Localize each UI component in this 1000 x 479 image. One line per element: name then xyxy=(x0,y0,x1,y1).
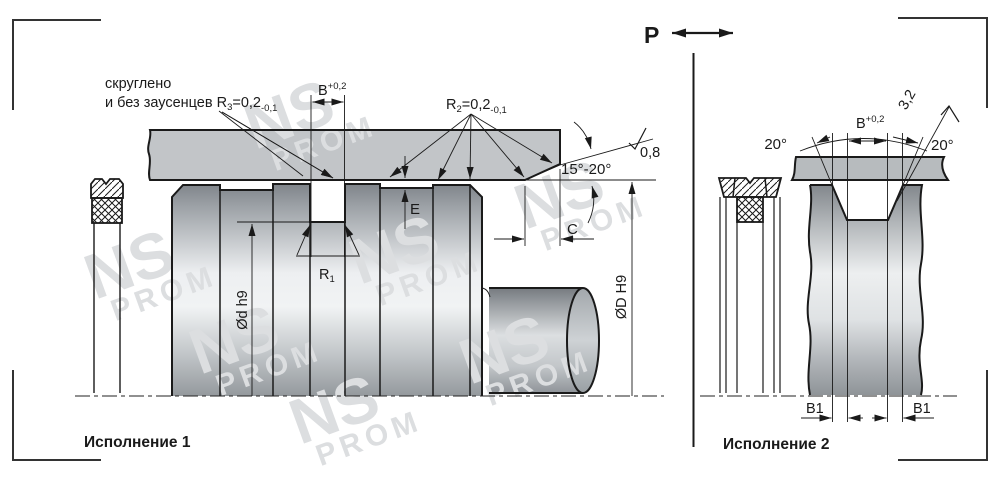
groove-column-outline xyxy=(806,184,924,396)
dim-e-label: E xyxy=(410,201,420,218)
r2-leader-3 xyxy=(466,113,474,180)
corner-mark-bottom-right xyxy=(898,370,988,461)
roughness-check-0-8 xyxy=(628,127,647,151)
dim-b-label-v1: B+0,2 xyxy=(318,81,346,99)
annotations-v2 xyxy=(799,105,960,422)
dim-r1-label: R1 xyxy=(319,267,335,285)
b-tolerance: +0,2 xyxy=(328,81,347,92)
corner-mark-top-left xyxy=(12,19,101,110)
r3-subscript: 3 xyxy=(227,102,232,113)
shaft-band-lines xyxy=(219,184,471,396)
c-extension-lines xyxy=(524,169,561,246)
labels: P скруглено и без заусенцев R3=0,2-0,1 B… xyxy=(84,22,954,453)
r1-leader-left xyxy=(296,224,311,256)
r2-leader-2 xyxy=(437,113,472,181)
b-extension-lines-v1 xyxy=(310,95,345,257)
dim-bore-dia-label: ØD H9 xyxy=(614,275,630,319)
seal-section-v1 xyxy=(90,178,124,393)
r2-subscript: 2 xyxy=(456,104,461,115)
groove-wall-ext-right xyxy=(902,136,924,186)
seal-section-v2 xyxy=(717,177,783,393)
angle-20-left-label: 20° xyxy=(764,136,787,153)
roughness-check-3-2 xyxy=(940,105,960,123)
r2-symbol: R xyxy=(446,97,456,113)
shaft-end-face-fill xyxy=(567,288,599,393)
corner-mark-top-right xyxy=(898,17,988,108)
r2-leader-5 xyxy=(470,113,553,164)
caption-version-1: Исполнение 1 xyxy=(84,434,191,451)
dim-b-label-v2: B+0,2 xyxy=(856,114,884,132)
dim-c-label: C xyxy=(567,221,578,238)
r2-tolerance: -0,1 xyxy=(490,105,506,116)
shaft-end-face-outline xyxy=(566,287,600,394)
part-outlines xyxy=(147,129,950,396)
roughness-3-2-label: 3,2 xyxy=(896,87,920,112)
part-fills xyxy=(148,130,948,396)
pressure-label: P xyxy=(644,22,659,48)
angle-20-right-label: 20° xyxy=(931,137,954,154)
annotations-v1 xyxy=(218,95,656,396)
r3-symbol: R xyxy=(217,95,227,111)
roughness-leader-3-2 xyxy=(896,106,950,202)
angle-arc-upper xyxy=(573,121,592,150)
angle-arc-lower xyxy=(587,185,599,224)
shaft-fill xyxy=(172,184,482,396)
seal-v2-crosshatch xyxy=(736,196,764,223)
chamfer-extension-line xyxy=(524,138,654,181)
r3-tolerance: -0,1 xyxy=(261,103,277,114)
plate-fill xyxy=(792,157,948,180)
r2-value: =0,2 xyxy=(462,97,491,113)
groove-wall-ext-left xyxy=(811,136,833,186)
dim-b1-right-label: B1 xyxy=(913,401,931,417)
roughness-0-8-label: 0,8 xyxy=(640,145,660,161)
angle-arc-arrow-left xyxy=(816,134,831,144)
seal-v2-wing-lines xyxy=(732,177,768,198)
seal-v1-crosshatch xyxy=(91,197,123,224)
plate-outline xyxy=(790,156,950,181)
dim-b1-left-label: B1 xyxy=(806,401,824,417)
shaft-undercut-notch xyxy=(481,287,491,298)
seal-v1-top-hatched xyxy=(90,178,124,199)
angle-arc-arrow-right xyxy=(892,136,919,144)
housing-bar-outline xyxy=(147,129,561,181)
b-symbol: B xyxy=(318,83,328,99)
corner-mark-bottom-left xyxy=(12,370,101,461)
r1-leader-right xyxy=(344,224,360,256)
r3-value: =0,2 xyxy=(232,95,261,111)
caption-version-2: Исполнение 2 xyxy=(723,436,829,453)
seal-v2-body-lines xyxy=(719,197,781,393)
shaft-end-cylinder-outline xyxy=(489,287,583,394)
r1-subscript: 1 xyxy=(329,274,334,285)
dim-shaft-dia-label: Ød h9 xyxy=(235,290,251,330)
note-text: и без заусенцев xyxy=(105,95,217,111)
dim-r2-label: R2=0,2-0,1 xyxy=(446,97,507,116)
extension-lines-v2 xyxy=(832,133,903,422)
angle-arc-v2 xyxy=(799,138,928,152)
r3-leader-line-2 xyxy=(221,111,334,179)
groove-column-fill xyxy=(807,185,923,395)
b-symbol-v2: B xyxy=(856,116,866,132)
seal-v2-top-hatched xyxy=(717,177,783,198)
shaft-profile-outline xyxy=(171,183,483,396)
b-tolerance-v2: +0,2 xyxy=(866,114,885,125)
chamfer-angle-label: 15°-20° xyxy=(561,161,611,178)
r1-symbol: R xyxy=(319,267,329,283)
seal-v1-body-lines xyxy=(93,223,121,393)
r2-leader-4 xyxy=(470,113,525,178)
note-rounded-line1: скруглено xyxy=(105,76,171,92)
frame-marks xyxy=(12,17,988,461)
note-rounded-line2: и без заусенцев R3=0,2-0,1 xyxy=(105,95,277,114)
